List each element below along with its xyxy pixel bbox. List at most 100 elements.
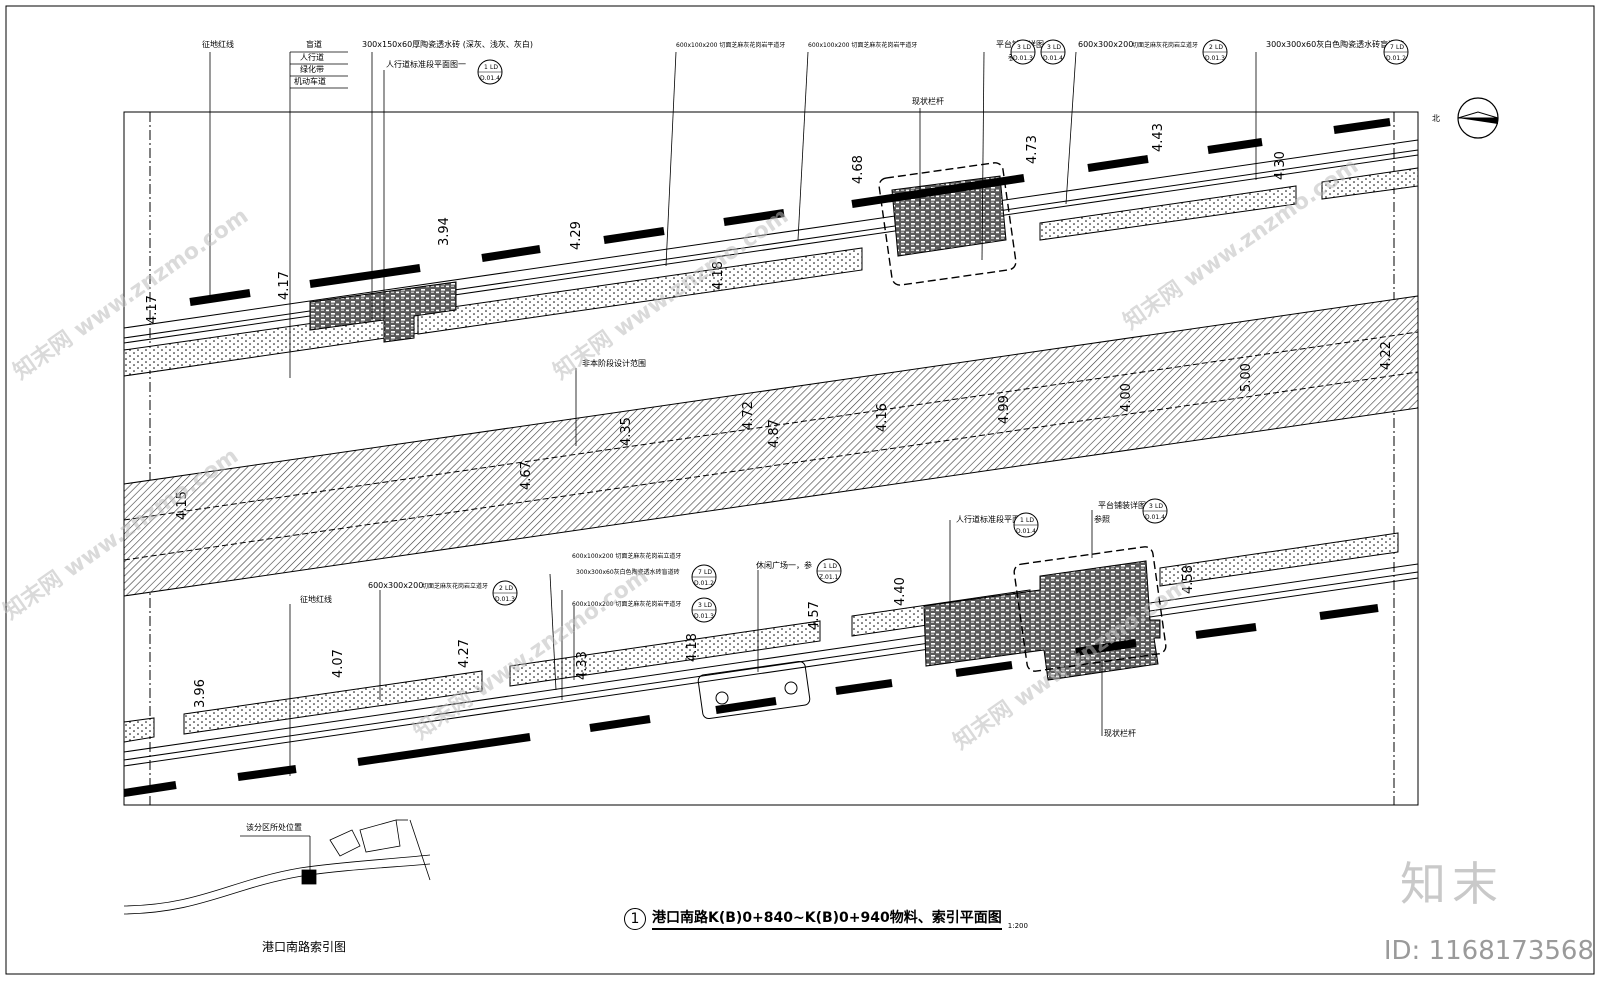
elev-mid-4: 4.16 — [875, 403, 890, 432]
bottom-green-strip-5 — [1159, 532, 1399, 587]
bottom-detail-ref-4: 1 LD Z.01.1 — [816, 558, 842, 584]
watermark-3: 知末网 www.znzmo.com — [1119, 153, 1364, 335]
elev-bottom-2: 4.27 — [457, 639, 472, 668]
plan-frame — [123, 111, 1419, 806]
elev-bottom-0: 3.96 — [193, 679, 208, 708]
elev-top-6: 4.73 — [1025, 135, 1040, 164]
elev-top-4: 4.18 — [711, 261, 726, 290]
elev-mid-9: 4.67 — [519, 461, 534, 490]
top-paving-block-1 — [309, 281, 457, 343]
svg-text:1: 1 — [1020, 517, 1024, 524]
svg-text:7: 7 — [698, 569, 702, 576]
elev-mid-1: 4.35 — [619, 417, 634, 446]
top-green-strip-2 — [417, 247, 863, 335]
svg-text:D.01.2: D.01.2 — [694, 580, 714, 587]
elev-top-2: 3.94 — [437, 217, 452, 246]
bottom-stone-desc: 切面芝麻灰花岗岩立道牙 — [422, 582, 488, 590]
drawing-title-block: 1 港口南路K(B)0+840~K(B)0+940物料、索引平面图 1:200 — [624, 907, 1028, 930]
id-label: ID: 1168173568 — [1383, 936, 1594, 966]
svg-text:1: 1 — [484, 64, 488, 71]
svg-text:LD: LD — [490, 64, 498, 71]
top-stone-desc: 切面芝麻灰花岗岩立道牙 — [1132, 41, 1198, 49]
drawing-frame — [5, 5, 1595, 975]
top-blind-label: 300x300x60灰白色陶瓷透水砖盲道砖 — [1266, 39, 1404, 49]
bottom-detail-ref-5: 1 LD D.01.4 — [1013, 512, 1039, 538]
plaza-tree-2 — [784, 681, 798, 695]
bottom-ped-index-label: 人行道标准段平面图一 — [956, 514, 1036, 524]
top-sidewalk — [123, 118, 1419, 377]
index-map-caption: 港口南路索引图 — [262, 940, 347, 954]
top-edge-a-label: 600x100x200 切面芝麻灰花岗岩平道牙 — [676, 41, 785, 49]
top-ped-index-label: 人行道标准段平面图一 — [386, 59, 466, 69]
top-platform-outline — [878, 162, 1017, 286]
elev-top-1: 4.17 — [277, 271, 292, 300]
bottom-green-strip-3 — [509, 620, 821, 687]
top-green-strip-4 — [1321, 167, 1419, 200]
elev-mid-2: 4.72 — [741, 401, 756, 430]
elev-top-8: 4.30 — [1273, 151, 1288, 180]
svg-text:3: 3 — [1149, 503, 1153, 510]
svg-text:LD: LD — [1155, 503, 1163, 510]
svg-text:D.01.4: D.01.4 — [1016, 528, 1036, 535]
svg-text:LD: LD — [704, 569, 712, 576]
top-detail-ref-1: 1 LD D.01.4 — [477, 59, 503, 85]
top-curb-a-label: 300x150x60厚陶瓷透水砖 (深灰、浅灰、灰白) — [362, 39, 533, 49]
svg-text:LD: LD — [1053, 44, 1061, 51]
svg-text:D.01.3: D.01.3 — [1205, 55, 1225, 62]
bottom-platform-label: 平台铺装详图 — [1098, 500, 1146, 510]
bottom-sidewalk — [123, 532, 1419, 797]
bottom-plaza-outline — [697, 660, 811, 720]
north-arrow — [1457, 97, 1499, 139]
svg-text:D.01.3: D.01.3 — [694, 613, 714, 620]
svg-text:D.01.4: D.01.4 — [1145, 514, 1165, 521]
bottom-see-label: 参照 — [1094, 514, 1110, 524]
index-location-label: 该分区所处位置 — [246, 822, 302, 832]
bottom-detail-ref-6: 3 LD D.01.4 — [1142, 498, 1168, 524]
elev-mid-0: 4.15 — [175, 491, 190, 520]
elev-bottom-7: 4.58 — [1181, 565, 1196, 594]
svg-text:Z.01.1: Z.01.1 — [819, 574, 839, 581]
elev-bottom-3: 4.33 — [575, 651, 590, 680]
bottom-railing-label: 现状栏杆 — [1104, 728, 1136, 738]
bottom-lane-dashes — [123, 604, 1379, 797]
top-lane-dashes — [189, 118, 1391, 306]
svg-text:LD: LD — [704, 602, 712, 609]
svg-text:D.01.3: D.01.3 — [495, 596, 515, 603]
legend-blind-path: 盲道 — [306, 39, 322, 49]
brand-logo: 知末 — [1400, 857, 1504, 911]
svg-text:D.01.4: D.01.4 — [1043, 55, 1063, 62]
bottom-stone-label: 600x300x200 — [368, 581, 423, 590]
elev-top-5: 4.68 — [851, 155, 866, 184]
svg-text:LD: LD — [1215, 44, 1223, 51]
top-detail-ref-2: 3 LD D.01.3 — [1010, 39, 1036, 65]
top-detail-ref-4: 2 LD D.01.3 — [1202, 39, 1228, 65]
svg-text:D.01.2: D.01.2 — [1386, 55, 1406, 62]
svg-text:LD: LD — [829, 563, 837, 570]
elev-top-7: 4.43 — [1151, 123, 1166, 152]
svg-text:2: 2 — [499, 585, 503, 592]
top-green-strip-3 — [1039, 185, 1297, 241]
bottom-green-strip-1 — [123, 717, 155, 743]
bottom-detail-ref-1: 2 LD D.01.3 — [492, 580, 518, 606]
svg-text:LD: LD — [505, 585, 513, 592]
bottom-blind-label: 300x300x60灰白色陶瓷透水砖盲道砖 — [576, 568, 680, 576]
non-scope-label: 非本阶段设计范围 — [582, 358, 646, 368]
elev-mid-8: 5.00 — [1239, 363, 1254, 392]
elev-top-3: 4.29 — [569, 221, 584, 250]
elev-bottom-6: 4.40 — [893, 577, 908, 606]
svg-text:7: 7 — [1390, 44, 1394, 51]
elev-mid-5: 4.99 — [997, 395, 1012, 424]
bottom-red-line-label: 征地红线 — [300, 594, 332, 604]
top-detail-ref-3: 3 LD D.01.4 — [1040, 39, 1066, 65]
median-hatched-zone — [123, 295, 1419, 597]
bottom-leaders — [289, 368, 1103, 776]
top-edge-b-label: 600x100x200 切面芝麻灰花岗岩平道牙 — [808, 41, 917, 49]
plaza-tree-1 — [715, 691, 729, 705]
elev-mid-3: 4.87 — [767, 419, 782, 448]
elev-bottom-4: 4.18 — [685, 633, 700, 662]
svg-text:LD: LD — [1023, 44, 1031, 51]
svg-text:3: 3 — [698, 602, 702, 609]
elev-mid-6: 4.00 — [1119, 383, 1134, 412]
bottom-plaza-label: 休闲广场一，参 — [756, 560, 812, 570]
